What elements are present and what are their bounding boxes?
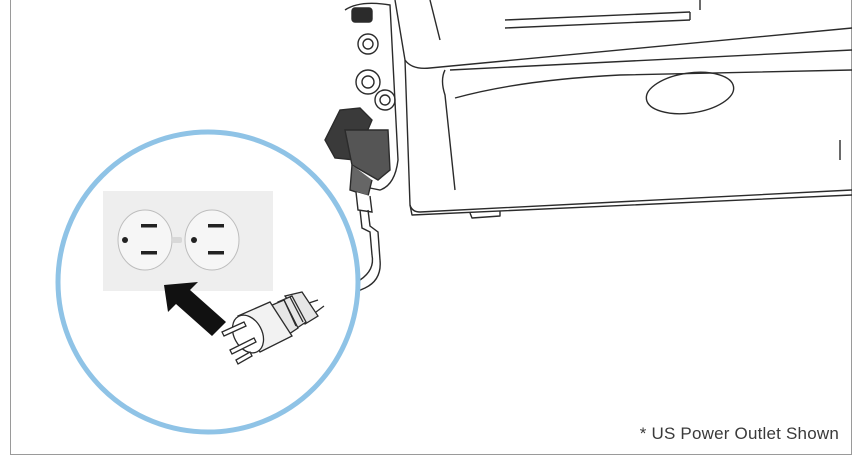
device-body xyxy=(395,0,852,218)
device-power-connector xyxy=(325,108,390,212)
outlet-icon xyxy=(103,191,273,291)
caption: * US Power Outlet Shown xyxy=(640,424,839,444)
